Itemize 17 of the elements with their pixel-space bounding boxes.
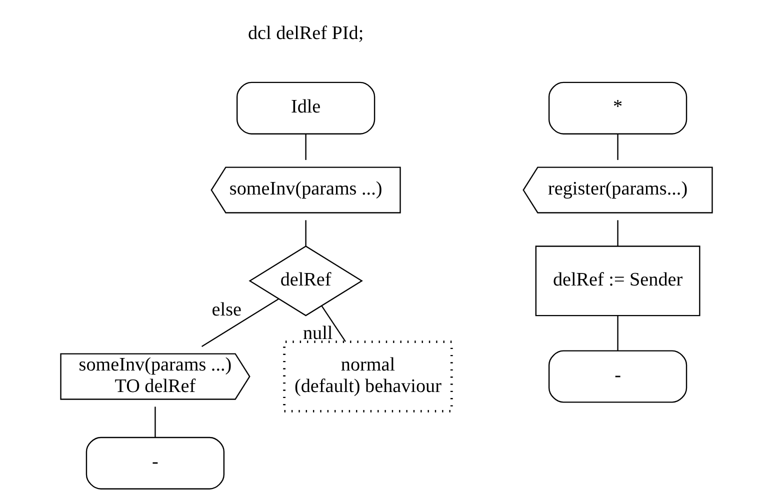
connector [321,306,346,342]
connector [305,134,306,160]
node-box: delRef := Sender [535,246,700,316]
connector [617,134,618,160]
connector [617,220,618,246]
node-box: - [548,350,688,403]
node-diamond: delRef [248,246,363,316]
connector [201,298,279,347]
node-box: - [86,436,225,490]
connector [617,316,618,350]
connector [305,220,306,246]
node-box: normal (default) behaviour [283,340,453,412]
label: dcl delRef PId; [248,23,364,44]
node-box: * [548,82,688,134]
edge-label: else [212,300,242,321]
node-box: Idle [236,82,376,134]
connector [154,406,156,438]
